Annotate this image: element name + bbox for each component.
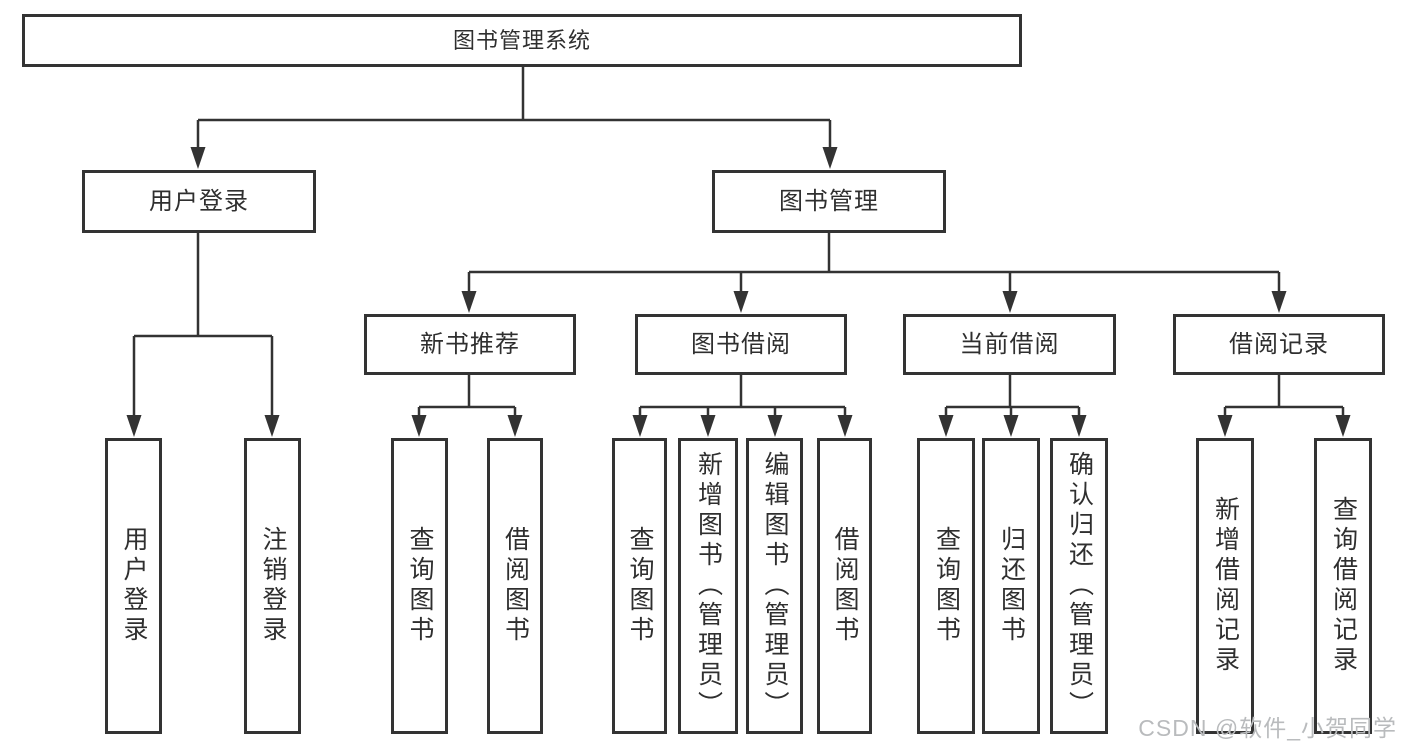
node-borrow-records: 借阅记录 bbox=[1173, 314, 1385, 375]
node-label: 新书推荐 bbox=[420, 330, 520, 358]
leaf-borrow-books: 借阅图书 bbox=[487, 438, 543, 734]
arrow-icon bbox=[767, 415, 783, 437]
node-current-borrow: 当前借阅 bbox=[903, 314, 1116, 375]
arrow-icon bbox=[733, 291, 749, 313]
node-label: 当前借阅 bbox=[959, 330, 1060, 358]
node-book-management: 图书管理 bbox=[712, 170, 946, 233]
arrow-icon bbox=[1002, 291, 1018, 313]
arrow-icon bbox=[1217, 415, 1233, 437]
node-label: 编辑图书（管理员） bbox=[761, 451, 789, 721]
arrow-icon bbox=[1271, 291, 1287, 313]
node-label: 新增借阅记录 bbox=[1211, 496, 1240, 676]
leaf-return-books: 归还图书 bbox=[982, 438, 1040, 734]
leaf-query-borrow-record: 查询借阅记录 bbox=[1314, 438, 1372, 734]
node-label: 借阅图书 bbox=[501, 526, 530, 646]
arrow-icon bbox=[1003, 415, 1019, 437]
arrow-icon bbox=[461, 291, 477, 313]
connector-paths bbox=[132, 67, 1345, 418]
leaf-confirm-return-admin: 确认归还（管理员） bbox=[1050, 438, 1108, 734]
arrow-icon bbox=[700, 415, 716, 437]
arrow-icon bbox=[1071, 415, 1087, 437]
arrow-icon bbox=[507, 415, 523, 437]
leaf-logout: 注销登录 bbox=[244, 438, 301, 734]
arrow-icon bbox=[837, 415, 853, 437]
node-label: 注销登录 bbox=[259, 526, 287, 646]
leaf-add-borrow-record: 新增借阅记录 bbox=[1196, 438, 1254, 734]
node-label: 确认归还（管理员） bbox=[1065, 451, 1094, 721]
node-label: 归还图书 bbox=[997, 526, 1026, 646]
node-label: 新增图书（管理员） bbox=[694, 451, 723, 721]
leaf-add-books-admin: 新增图书（管理员） bbox=[678, 438, 738, 734]
node-label: 查询借阅记录 bbox=[1329, 496, 1358, 676]
arrow-icon bbox=[1335, 415, 1351, 437]
leaf-edit-books-admin: 编辑图书（管理员） bbox=[746, 438, 803, 734]
leaf-query-books: 查询图书 bbox=[391, 438, 448, 734]
node-label: 查询图书 bbox=[626, 526, 654, 646]
node-user-login: 用户登录 bbox=[82, 170, 316, 233]
arrow-icon bbox=[938, 415, 954, 437]
arrow-icon bbox=[411, 415, 427, 437]
node-label: 用户登录 bbox=[120, 526, 148, 646]
csdn-watermark: CSDN @软件_小贺同学 bbox=[1138, 715, 1397, 741]
node-library-management-system: 图书管理系统 bbox=[22, 14, 1022, 67]
arrow-icon bbox=[632, 415, 648, 437]
leaf-query-books: 查询图书 bbox=[612, 438, 667, 734]
node-label: 查询图书 bbox=[932, 526, 961, 646]
arrow-icon bbox=[126, 415, 142, 437]
arrowheads bbox=[126, 147, 1351, 437]
node-label: 用户登录 bbox=[149, 187, 249, 215]
leaf-query-books: 查询图书 bbox=[917, 438, 975, 734]
node-label: 图书管理 bbox=[779, 187, 879, 215]
leaf-user-login: 用户登录 bbox=[105, 438, 162, 734]
arrow-icon bbox=[190, 147, 206, 169]
node-new-book-recommend: 新书推荐 bbox=[364, 314, 576, 375]
node-label: 借阅记录 bbox=[1229, 330, 1329, 358]
node-book-borrow: 图书借阅 bbox=[635, 314, 847, 375]
leaf-borrow-books: 借阅图书 bbox=[817, 438, 872, 734]
arrow-icon bbox=[822, 147, 838, 169]
node-label: 借阅图书 bbox=[831, 526, 859, 646]
arrow-icon bbox=[264, 415, 280, 437]
node-label: 查询图书 bbox=[406, 526, 434, 646]
node-label: 图书管理系统 bbox=[452, 27, 591, 53]
node-label: 图书借阅 bbox=[691, 330, 791, 358]
